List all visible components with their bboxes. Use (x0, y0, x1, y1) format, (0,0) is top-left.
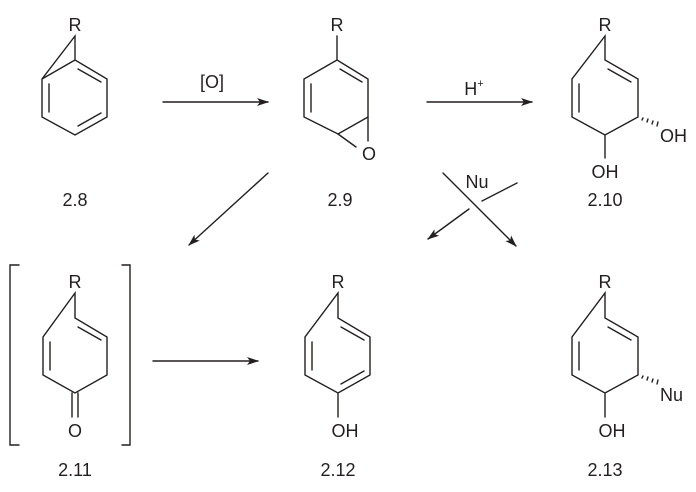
hydroxyl-group: OH (332, 421, 359, 441)
reagent-nucleophile: Nu (465, 172, 488, 192)
substituent-r: R (69, 272, 82, 292)
compound-label: 2.13 (587, 460, 622, 480)
reaction-arrow-nucleophile-aromatization (427, 208, 470, 240)
substituent-r: R (69, 15, 82, 35)
carbonyl-oxygen: O (68, 421, 82, 441)
substituent-r: R (599, 15, 612, 35)
hashed-wedge-bond (641, 117, 659, 127)
compound-2-11: O R 2.11 (9, 264, 131, 480)
compound-2-8: R 2.8 (41, 15, 108, 210)
reagent-oxidation: [O] (200, 72, 224, 92)
nucleophile-group: Nu (660, 385, 683, 405)
compound-label: 2.8 (62, 190, 87, 210)
compound-2-10: OH OH R 2.10 (571, 15, 687, 210)
compound-2-13: Nu OH R 2.13 (571, 272, 683, 480)
substituent-r: R (332, 272, 345, 292)
hydroxyl-group: OH (660, 126, 687, 146)
hydroxyl-group: OH (599, 421, 626, 441)
compound-label: 2.10 (587, 190, 622, 210)
reagent-acid: H+ (464, 78, 483, 99)
compound-2-9: O R 2.9 (303, 15, 376, 210)
brackets (9, 264, 131, 446)
substituent-r: R (331, 15, 344, 35)
epoxide-oxygen: O (362, 144, 376, 164)
substituent-r: R (599, 272, 612, 292)
hydroxyl-group: OH (592, 162, 619, 182)
compound-label: 2.11 (58, 460, 92, 480)
hashed-wedge-bond (641, 375, 659, 385)
reaction-arrow-rearrangement (188, 172, 269, 246)
compound-label: 2.9 (327, 190, 352, 210)
compound-label: 2.12 (320, 460, 355, 480)
compound-2-12: OH R 2.12 (304, 272, 371, 480)
reaction-arrow-nucleophile-addition (442, 172, 517, 247)
reaction-arrow-segment (481, 182, 518, 202)
